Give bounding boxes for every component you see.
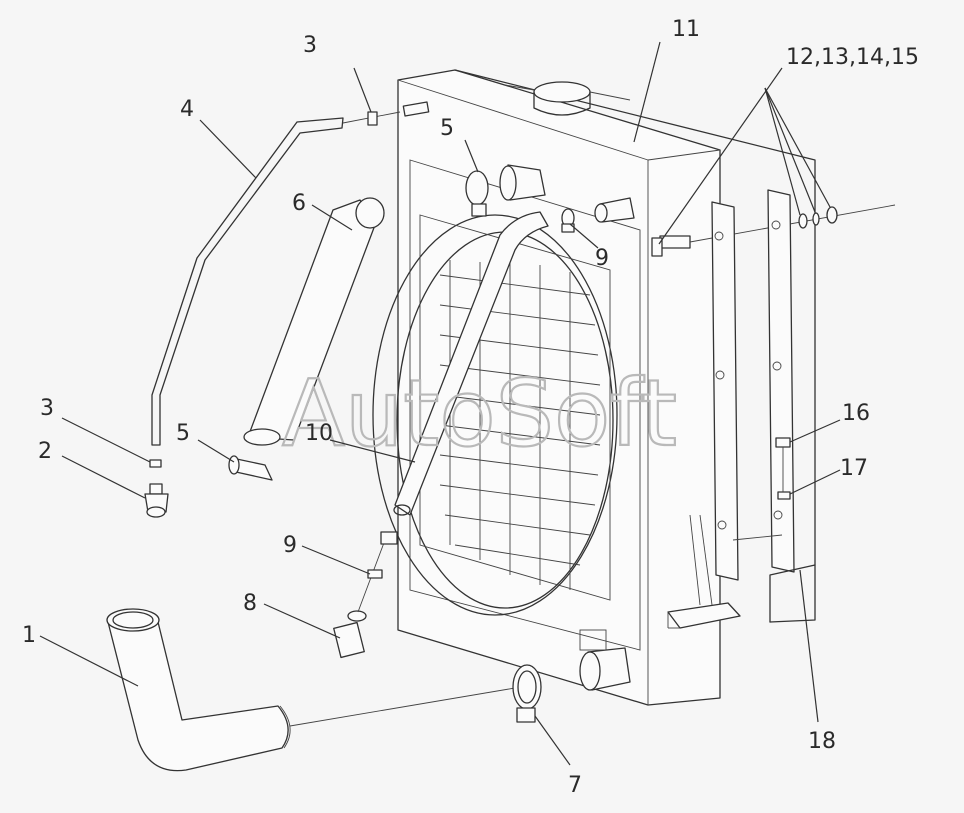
- callout-18: 18: [808, 729, 836, 754]
- callout-4: 4: [180, 97, 194, 122]
- side-bracket-outer: [767, 189, 795, 573]
- callout-5-top: 5: [440, 116, 454, 141]
- callout-7: 7: [568, 773, 582, 798]
- callout-12-15: 12,13,14,15: [786, 45, 919, 70]
- callout-labels: 3 4 5 6 11 12,13,14,15 9 3 2 5 10 16 17 …: [22, 17, 919, 798]
- callout-17: 17: [840, 456, 868, 481]
- callout-9-bottom: 9: [283, 533, 297, 558]
- callout-6: 6: [292, 191, 306, 216]
- callout-9-top: 9: [595, 246, 609, 271]
- callout-5-left: 5: [176, 421, 190, 446]
- upper-pipe-stub: [561, 197, 635, 233]
- callout-11: 11: [672, 17, 700, 42]
- left-hose: [243, 197, 385, 446]
- side-bracket-inner: [711, 201, 739, 581]
- lower-clamp: [512, 664, 542, 723]
- radiator-core: [397, 69, 816, 706]
- vent-pipe-stub: [402, 101, 430, 117]
- frame-plate-18: [732, 534, 816, 623]
- callout-16: 16: [842, 401, 870, 426]
- drain-cock: [333, 531, 398, 659]
- left-hose-clamp: [228, 455, 273, 481]
- clip-3-left: [149, 459, 162, 468]
- callout-2: 2: [38, 439, 52, 464]
- leader-lines: [39, 41, 841, 766]
- upper-hose-connector: [465, 164, 546, 217]
- callout-1: 1: [22, 623, 36, 648]
- brace-tube: [393, 211, 549, 516]
- lower-outlet-pipe: [579, 629, 631, 691]
- small-fasteners-16-17: [775, 437, 791, 500]
- watermark: AutoSoft: [282, 360, 677, 467]
- clip-3-top: [367, 111, 378, 126]
- bottom-mount-foot: [667, 514, 741, 629]
- callout-8: 8: [243, 591, 257, 616]
- callout-3-top: 3: [303, 33, 317, 58]
- lower-hose: [106, 608, 516, 772]
- callout-3-left: 3: [40, 396, 54, 421]
- nipple-fitting-2: [144, 483, 169, 518]
- callout-10: 10: [305, 421, 333, 446]
